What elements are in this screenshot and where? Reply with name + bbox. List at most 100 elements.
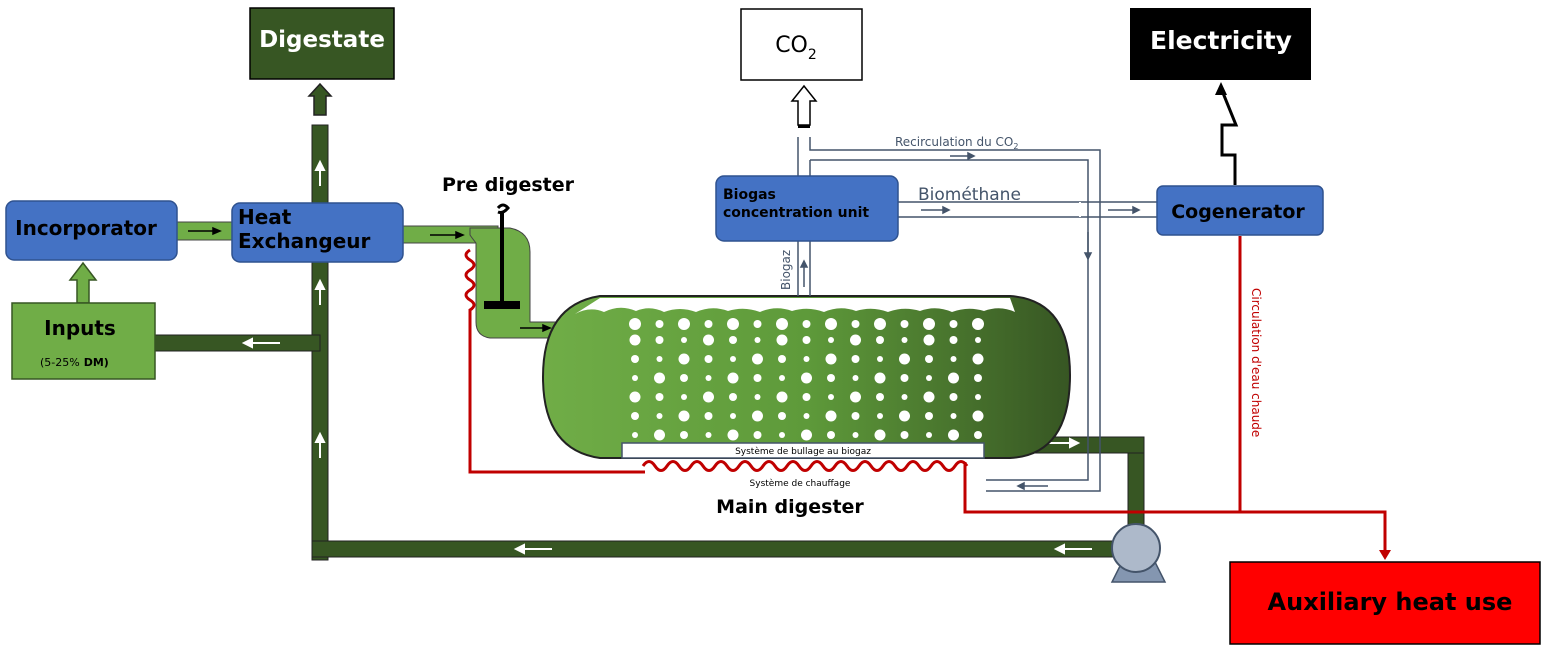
bubble: [776, 318, 788, 330]
bubble: [729, 393, 737, 401]
electricity-box: Electricity: [1130, 8, 1311, 80]
bubble: [851, 355, 860, 363]
digestate-label: Digestate: [259, 27, 385, 53]
bubble: [850, 334, 861, 346]
heat-exchanger-label-2: Exchangeur: [238, 229, 371, 253]
bubble: [802, 393, 811, 401]
bubble: [900, 374, 909, 382]
bubble: [877, 413, 883, 419]
heat-exchanger-label-1: Heat: [238, 205, 292, 229]
cogenerator-box: Cogenerator: [1156, 185, 1324, 236]
bubble: [681, 394, 687, 400]
bubble: [901, 337, 908, 343]
bubble: [680, 374, 688, 382]
bubble: [704, 320, 713, 328]
bubble: [678, 353, 690, 365]
gas-lines: [797, 137, 1157, 492]
bubble: [655, 336, 664, 344]
bubble: [803, 413, 810, 419]
bubble: [926, 432, 932, 438]
bubbling-system-label: Système de bullage au biogaz: [735, 446, 871, 457]
bubble: [680, 431, 688, 439]
bubble: [802, 320, 811, 328]
bubble: [704, 355, 713, 363]
heating-pipe: [464, 236, 1391, 560]
bubble: [926, 375, 932, 381]
inputs-up-arrow: [68, 261, 98, 304]
bubble: [705, 375, 712, 381]
bubble: [776, 334, 788, 346]
bubble: [802, 336, 811, 344]
bubble: [900, 320, 909, 328]
bubble: [876, 336, 884, 344]
bubble: [656, 356, 663, 362]
cogenerator-label: Cogenerator: [1171, 201, 1305, 223]
bubble: [874, 318, 886, 330]
bubble: [899, 353, 910, 365]
heat-exchanger-box: Heat Exchangeur: [231, 202, 404, 263]
bubble: [752, 410, 763, 422]
bubble: [801, 372, 812, 384]
incorporator-label: Incorporator: [15, 216, 157, 240]
bubble: [949, 393, 958, 401]
bubble: [727, 318, 739, 330]
bubble: [972, 318, 984, 330]
bubble: [779, 432, 785, 438]
bubble: [678, 318, 690, 330]
bubble: [727, 372, 739, 384]
bubble: [949, 320, 958, 328]
bubble: [828, 337, 834, 343]
bubbling-system-bar: [621, 442, 985, 459]
bubble: [752, 353, 763, 365]
bubble: [825, 353, 837, 365]
bubble: [730, 413, 736, 419]
bubble: [950, 356, 957, 362]
recirculation-label: Recirculation du CO2: [895, 135, 1018, 151]
bubble: [776, 391, 788, 403]
heating-system-label: Système de chauffage: [750, 478, 851, 489]
gas-flow-arrows: [799, 151, 1141, 491]
bubble: [827, 374, 835, 382]
bubble: [852, 432, 859, 438]
bubble: [974, 431, 982, 439]
pre-digester-label: Pre digester: [442, 174, 575, 196]
pump-icon: [1110, 523, 1167, 583]
bubble: [654, 429, 665, 441]
bubble: [852, 375, 859, 381]
bubble: [753, 431, 762, 439]
bubble: [779, 375, 785, 381]
bubble: [753, 374, 762, 382]
bubble: [925, 355, 933, 363]
biogas-unit-label-1: Biogas: [723, 187, 776, 203]
main-digester-tank: [541, 295, 1072, 459]
bubble: [851, 320, 860, 328]
auxiliary-heat-box: Auxiliary heat use: [1229, 561, 1541, 645]
bubble: [948, 372, 959, 384]
bubble: [729, 336, 737, 344]
bubble: [655, 320, 664, 328]
bubble: [778, 412, 786, 420]
co2-up-arrow: [790, 84, 818, 128]
bubble: [877, 356, 883, 362]
bubble: [949, 336, 958, 344]
bubble: [631, 355, 639, 363]
auxiliary-heat-label: Auxiliary heat use: [1268, 588, 1513, 616]
bubble: [629, 391, 641, 403]
bubble: [900, 431, 909, 439]
bubble: [876, 393, 884, 401]
biogaz-label: Biogaz: [779, 250, 793, 290]
biomethane-label: Biométhane: [918, 185, 1021, 205]
bubble: [678, 410, 690, 422]
bubble: [703, 391, 714, 403]
electricity-label: Electricity: [1150, 26, 1292, 55]
bubble: [629, 334, 641, 346]
bubble: [704, 412, 713, 420]
bubble: [925, 412, 933, 420]
bubble: [948, 429, 959, 441]
biogas-unit-box: Biogas concentration unit: [715, 175, 899, 242]
bubble: [730, 356, 736, 362]
electricity-lightning-icon: [1215, 82, 1239, 185]
inputs-box: Inputs (5-25%DM): [11, 302, 156, 380]
co2-box: CO2: [740, 8, 863, 81]
